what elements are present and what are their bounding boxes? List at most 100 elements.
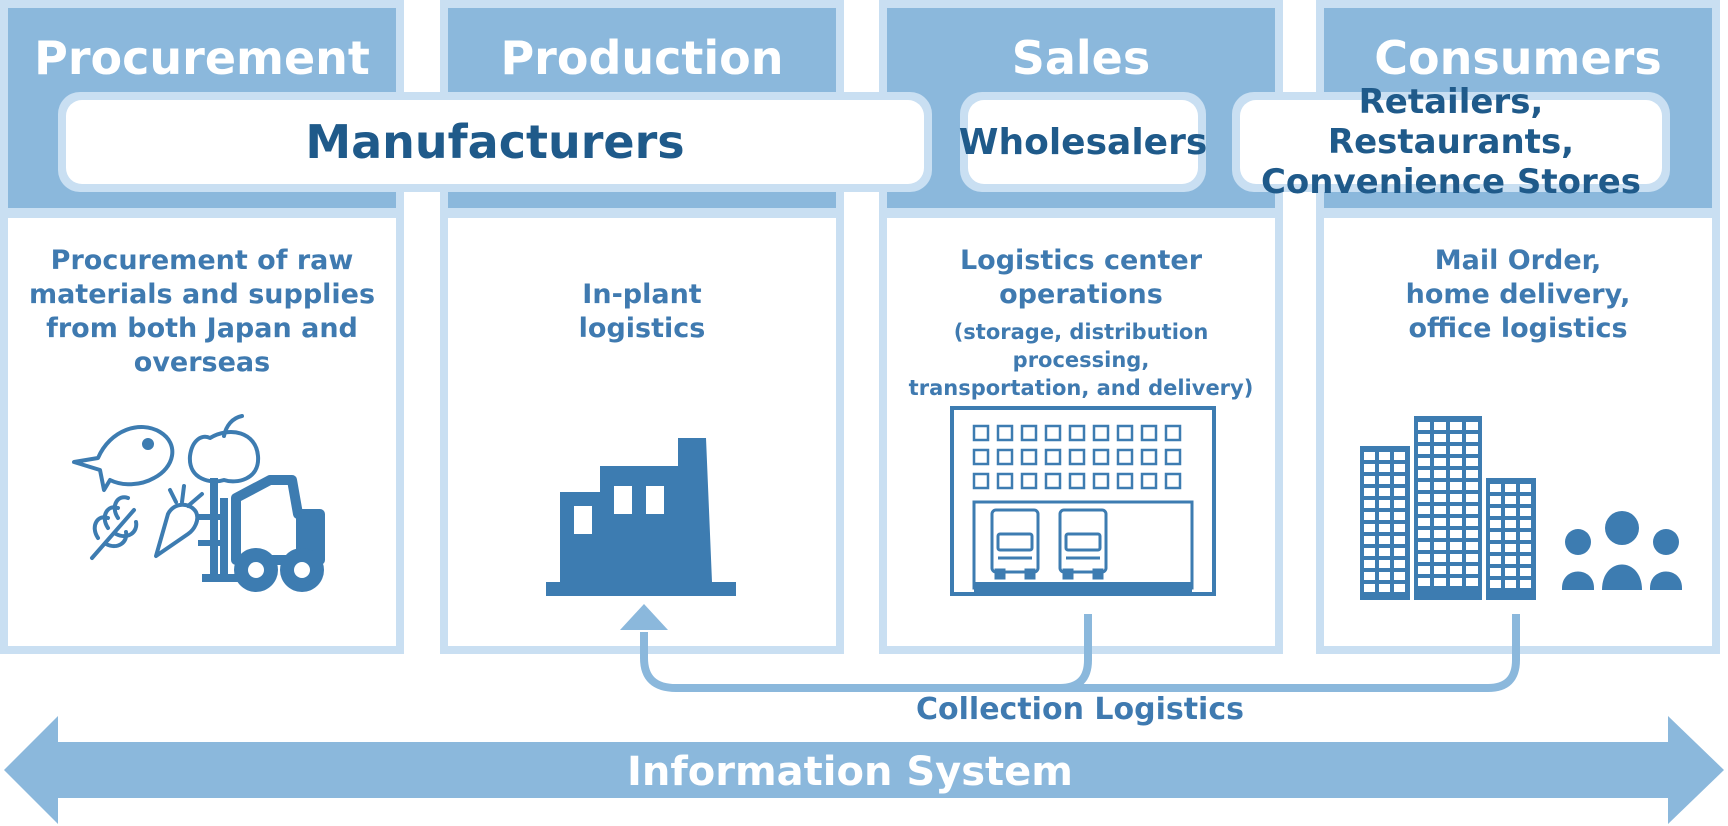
wholesalers-label: Wholesalers	[959, 100, 1207, 184]
carrot-icon	[154, 484, 204, 558]
window-icon	[1418, 494, 1430, 502]
truck-icon	[990, 508, 1040, 580]
window-icon	[1450, 506, 1462, 514]
window-icon	[1379, 536, 1390, 544]
window-icon	[1364, 584, 1375, 592]
desc-line: home delivery,	[1405, 279, 1631, 310]
window-icon	[1068, 424, 1086, 442]
window-icon	[1490, 508, 1501, 516]
window-icon	[1116, 472, 1134, 490]
desc-line: office logistics	[1408, 313, 1628, 344]
window-icon	[1379, 524, 1390, 532]
window-icon	[1164, 424, 1182, 442]
window-icon	[1520, 556, 1531, 564]
window-icon	[1520, 568, 1531, 576]
window-icon	[1450, 554, 1462, 562]
consumers-icons	[1360, 416, 1682, 600]
column-description: Procurement of raw materials and supplie…	[8, 244, 396, 380]
collection-loop-arrow	[620, 604, 1520, 692]
window-icon	[1044, 472, 1062, 490]
window-icon	[1490, 496, 1501, 504]
window-icon	[1364, 560, 1375, 568]
window-icon	[1450, 446, 1462, 454]
window-icon	[1116, 448, 1134, 466]
factory-icon	[546, 438, 736, 596]
window-icon	[1394, 584, 1405, 592]
window-icon	[1394, 572, 1405, 580]
window-icon	[1394, 500, 1405, 508]
window-icon	[1520, 580, 1531, 588]
window-icon	[1520, 508, 1531, 516]
window-icon	[1434, 434, 1446, 442]
window-icon	[1466, 542, 1478, 550]
window-icon	[1140, 448, 1158, 466]
window-icon	[1520, 532, 1531, 540]
people-icon	[1562, 511, 1682, 590]
window-icon	[1394, 548, 1405, 556]
window-icon	[1092, 424, 1110, 442]
window-icon	[1505, 484, 1516, 492]
window-icon	[1505, 544, 1516, 552]
window-icon	[1394, 560, 1405, 568]
desc-sub-line: transportation, and delivery)	[908, 376, 1254, 400]
window-icon	[1450, 518, 1462, 526]
window-icon	[996, 448, 1014, 466]
window-icon	[1379, 500, 1390, 508]
window-icon	[1490, 520, 1501, 528]
desc-line: operations	[999, 279, 1163, 310]
window-icon	[1490, 580, 1501, 588]
window-icon	[1466, 530, 1478, 538]
window-icon	[1434, 530, 1446, 538]
window-icon	[1450, 458, 1462, 466]
window-icon	[1379, 512, 1390, 520]
window-icon	[1364, 500, 1375, 508]
window-icon	[1418, 458, 1430, 466]
window-icon	[1434, 506, 1446, 514]
column-description: Logistics center operations (storage, di…	[887, 244, 1275, 402]
window-icon	[1364, 476, 1375, 484]
window-icon	[1394, 452, 1405, 460]
window-icon	[1092, 472, 1110, 490]
window-icon	[1505, 496, 1516, 504]
window-icon	[1466, 458, 1478, 466]
retailers-pill: Retailers, Restaurants, Convenience Stor…	[1232, 82, 1670, 202]
window-icon	[1434, 566, 1446, 574]
window-icon	[1394, 476, 1405, 484]
window-icon	[1418, 422, 1430, 430]
window-icon	[1418, 506, 1430, 514]
window-icon	[1466, 566, 1478, 574]
window-icon	[1466, 494, 1478, 502]
wholesalers-pill: Wholesalers	[959, 92, 1207, 192]
column-title: Sales	[1011, 31, 1151, 85]
window-icon	[1364, 464, 1375, 472]
window-icon	[1140, 424, 1158, 442]
window-icon	[1394, 524, 1405, 532]
window-icon	[1466, 506, 1478, 514]
window-icon	[1434, 482, 1446, 490]
desc-line: In-plant	[582, 279, 702, 310]
window-icon	[1418, 578, 1430, 586]
window-icon	[1020, 424, 1038, 442]
window-icon	[1379, 488, 1390, 496]
collection-logistics-label: Collection Logistics	[916, 692, 1244, 727]
window-icon	[1379, 452, 1390, 460]
window-icon	[1490, 556, 1501, 564]
window-icon	[1418, 518, 1430, 526]
window-icon	[1044, 424, 1062, 442]
window-icon	[1505, 580, 1516, 588]
window-icon	[1379, 476, 1390, 484]
window-icon	[1490, 532, 1501, 540]
window-icon	[1450, 470, 1462, 478]
wheat-icon	[90, 495, 139, 560]
window-icon	[1505, 556, 1516, 564]
window-icon	[1466, 434, 1478, 442]
window-icon	[1394, 536, 1405, 544]
window-icon	[1450, 434, 1462, 442]
window-icon	[1505, 508, 1516, 516]
window-icon	[1434, 458, 1446, 466]
window-icon	[972, 424, 990, 442]
window-icon	[1434, 446, 1446, 454]
logistics-center-icon	[950, 406, 1216, 596]
window-icon	[1505, 568, 1516, 576]
window-icon	[1364, 524, 1375, 532]
